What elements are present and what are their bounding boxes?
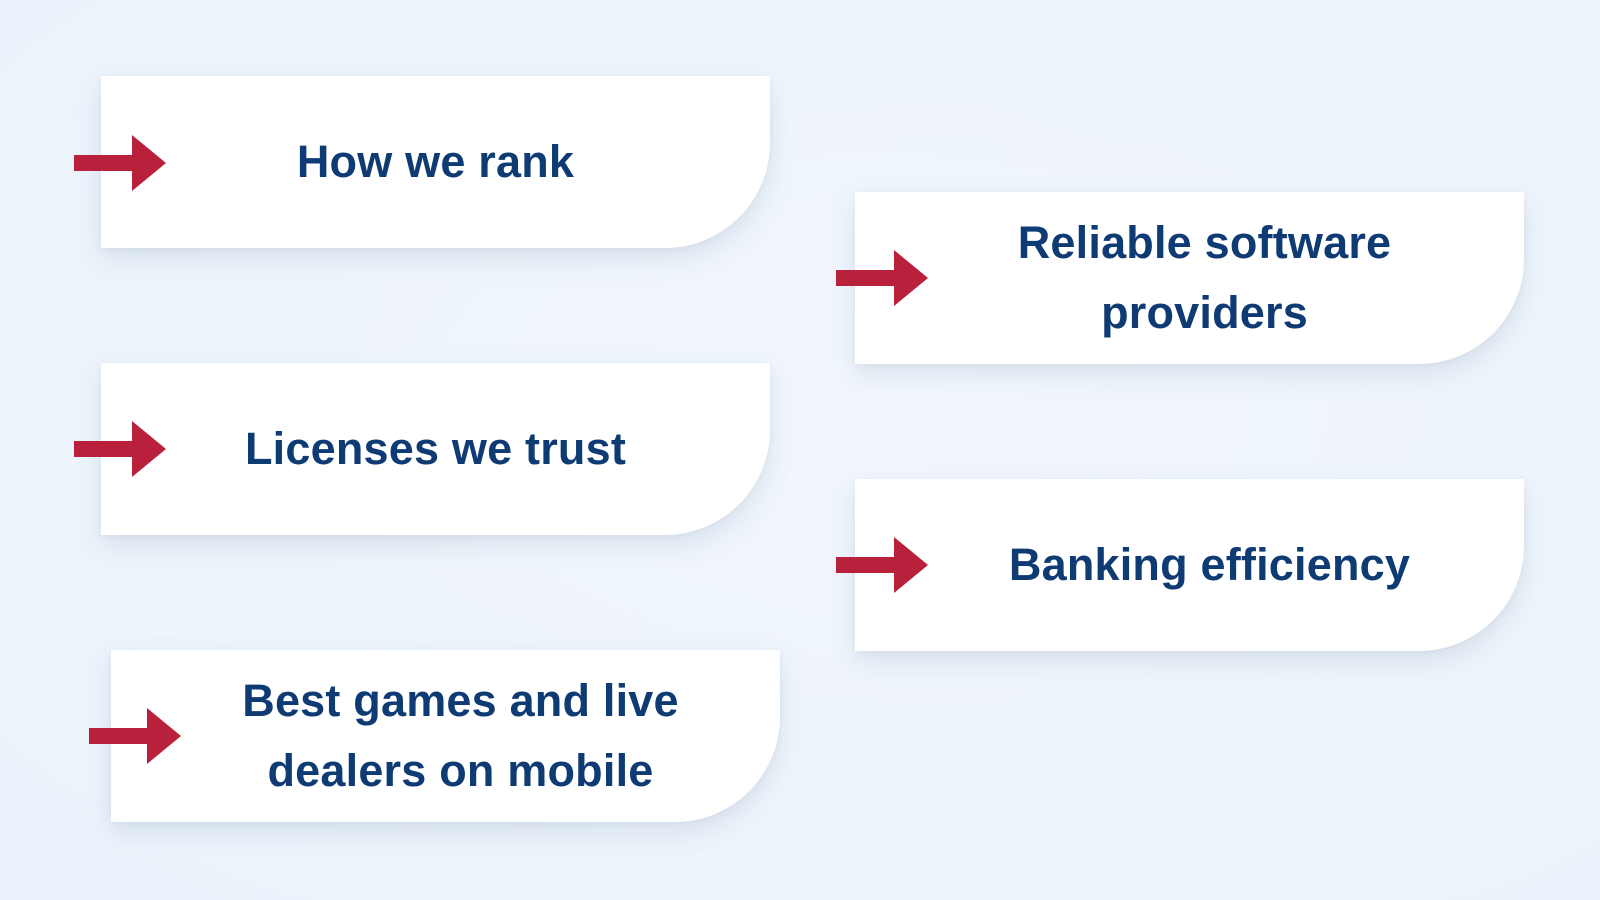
- card-banking-efficiency[interactable]: Banking efficiency: [855, 479, 1524, 651]
- card-reliable-software-providers[interactable]: Reliable software providers: [855, 192, 1524, 364]
- arrow-right-icon: [836, 537, 928, 593]
- card-how-we-rank[interactable]: How we rank: [101, 76, 770, 248]
- card-label: Banking efficiency: [1008, 539, 1411, 590]
- arrow-right-icon: [836, 250, 928, 306]
- arrow-right-icon: [74, 135, 166, 191]
- card-label: Licenses we trust: [244, 423, 627, 474]
- card-label: How we rank: [296, 136, 575, 187]
- card-label: Reliable software providers: [1017, 217, 1392, 338]
- card-licenses-we-trust[interactable]: Licenses we trust: [101, 363, 770, 535]
- arrow-right-icon: [74, 421, 166, 477]
- card-best-games-live-dealers-mobile[interactable]: Best games and live dealers on mobile: [111, 650, 780, 822]
- card-label: Best games and live dealers on mobile: [242, 675, 679, 796]
- arrow-right-icon: [89, 708, 181, 764]
